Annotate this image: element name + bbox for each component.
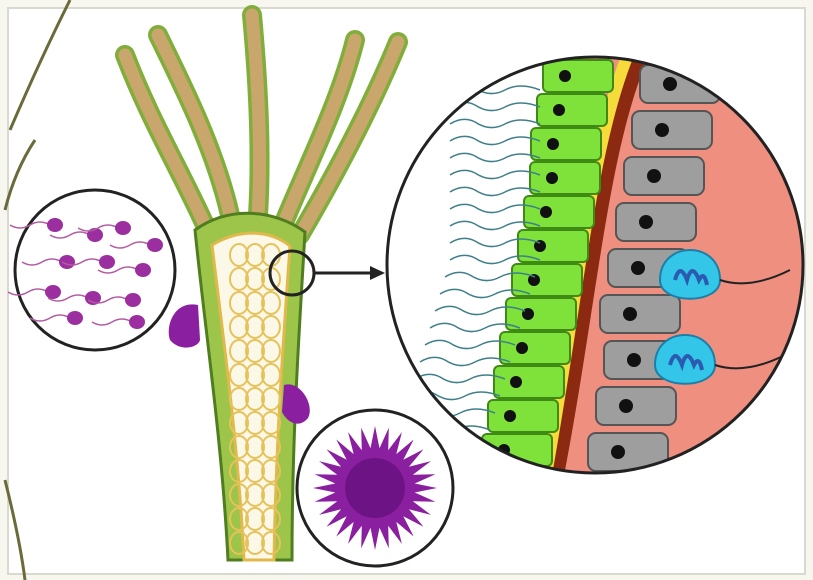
endoderm-nucleus <box>639 215 653 229</box>
endoderm-cell <box>624 157 704 195</box>
endoderm-nucleus <box>663 77 677 91</box>
sperm-head <box>45 285 61 299</box>
ectoderm-cell <box>494 366 564 398</box>
endoderm-nucleus <box>611 445 625 459</box>
endoderm-cell <box>632 111 712 149</box>
endoderm-nucleus <box>627 353 641 367</box>
ectoderm-nucleus <box>559 70 571 82</box>
sperm-head <box>59 255 75 269</box>
ectoderm-cell <box>500 332 570 364</box>
ectoderm-cell <box>530 162 600 194</box>
ectoderm-nucleus <box>510 376 522 388</box>
ectoderm-nucleus <box>547 138 559 150</box>
endoderm-nucleus <box>623 307 637 321</box>
ectoderm-cell <box>488 400 558 432</box>
ectoderm-cell <box>531 128 601 160</box>
ectoderm-nucleus <box>504 410 516 422</box>
ectoderm-cell <box>506 298 576 330</box>
sperm-head <box>135 263 151 277</box>
ectoderm-nucleus <box>516 342 528 354</box>
ectoderm-cell <box>524 196 594 228</box>
endoderm-cell <box>616 203 696 241</box>
endoderm-cell <box>600 295 680 333</box>
sperm-head <box>125 293 141 307</box>
tentacle <box>252 15 260 215</box>
ectoderm-cell <box>537 94 607 126</box>
ectoderm-nucleus <box>553 104 565 116</box>
sperm-head <box>67 311 83 325</box>
endoderm-cell <box>596 387 676 425</box>
sperm-head <box>147 238 163 252</box>
sperm-head <box>99 255 115 269</box>
endoderm-nucleus <box>647 169 661 183</box>
ectoderm-nucleus <box>546 172 558 184</box>
egg-nucleus <box>345 458 405 518</box>
sperm-head <box>47 218 63 232</box>
endoderm-nucleus <box>631 261 645 275</box>
sperm-head <box>129 315 145 329</box>
sperm-head <box>115 221 131 235</box>
ectoderm-nucleus <box>540 206 552 218</box>
ectoderm-cell <box>543 60 613 92</box>
endoderm-nucleus <box>619 399 633 413</box>
endoderm-nucleus <box>655 123 669 137</box>
